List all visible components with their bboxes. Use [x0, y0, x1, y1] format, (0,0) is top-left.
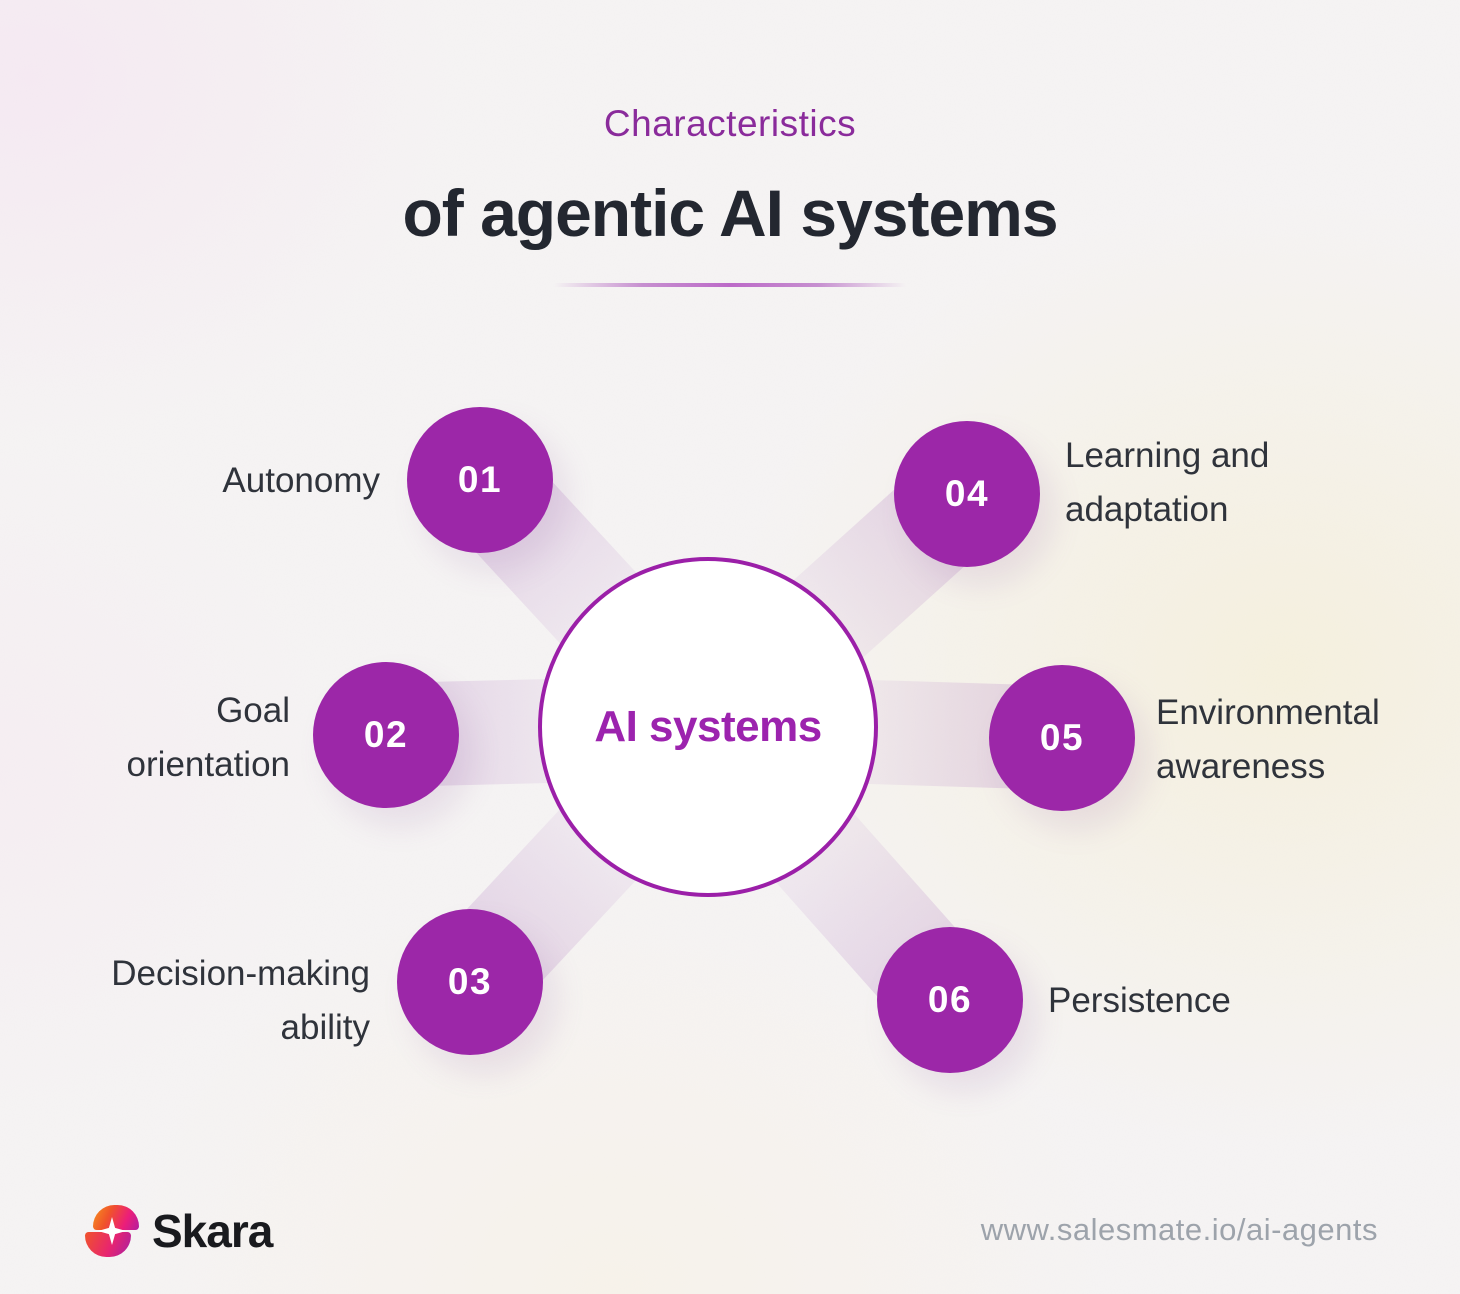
center-label: AI systems	[594, 702, 822, 751]
node-circle-02: 02	[313, 662, 459, 808]
node-circle-06: 06	[877, 927, 1023, 1073]
node-circle-01: 01	[407, 407, 553, 553]
node-number-04: 04	[944, 473, 990, 514]
node-label-persistence: Persistence	[1048, 980, 1231, 1020]
node-label-autonomy: Autonomy	[222, 460, 380, 500]
node-label-learning-adaptation: Learning and adaptation	[1065, 435, 1270, 529]
node-circle-03: 03	[397, 909, 543, 1055]
skara-logo-icon	[85, 1204, 139, 1258]
node-number-03: 03	[447, 961, 493, 1002]
node-label-goal-orientation: Goal orientation	[126, 690, 290, 784]
brand-logo: Skara	[85, 1204, 273, 1258]
footer-url: www.salesmate.io/ai-agents	[980, 1212, 1378, 1247]
node-number-01: 01	[457, 459, 503, 500]
footer: Skara www.salesmate.io/ai-agents	[0, 1184, 1460, 1294]
eyebrow-title: Characteristics	[603, 103, 857, 144]
brand-name: Skara	[152, 1205, 273, 1257]
node-label-environmental-awareness: Environmental awareness	[1156, 692, 1380, 786]
node-circle-04: 04	[894, 421, 1040, 567]
node-number-02: 02	[363, 714, 409, 755]
center-circle: AI systems	[538, 557, 878, 897]
node-number-06: 06	[927, 979, 973, 1020]
page-title: of agentic AI systems	[402, 176, 1058, 250]
title-underline	[554, 283, 906, 287]
node-label-decision-making: Decision-making ability	[111, 953, 370, 1047]
title-block: Characteristics of agentic AI systems	[0, 0, 1460, 287]
node-number-05: 05	[1039, 717, 1085, 758]
node-circle-05: 05	[989, 665, 1135, 811]
